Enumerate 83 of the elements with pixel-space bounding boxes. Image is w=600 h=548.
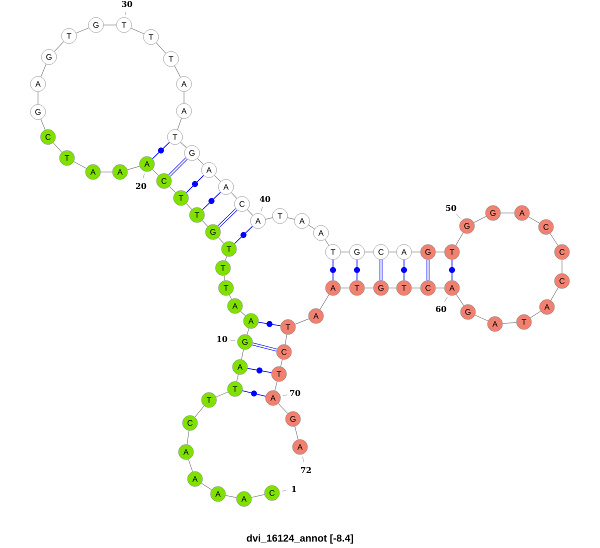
backbone-line [265, 217, 273, 220]
backbone-line [229, 294, 232, 300]
backbone-line [216, 392, 228, 398]
backbone-line [456, 294, 464, 306]
backbone-line [308, 224, 315, 230]
backbone-line [246, 328, 250, 335]
backbone-line [103, 24, 117, 26]
backbone-line [240, 310, 246, 316]
position-number: 10 [217, 336, 228, 342]
base-pair-line [258, 321, 281, 327]
backbone-line [287, 217, 295, 220]
backbone-line [550, 287, 558, 301]
backbone-line [500, 212, 515, 214]
backbone-line [550, 233, 558, 246]
backbone-line [73, 161, 87, 169]
backbone-line [214, 175, 221, 182]
backbone-line [180, 142, 187, 148]
backbone-line [320, 294, 330, 310]
backbone-line [197, 158, 204, 165]
backbone-line [52, 142, 62, 153]
backbone-line [130, 28, 144, 34]
backbone-line [294, 318, 310, 324]
backbone-line [156, 42, 166, 54]
backbone-line [241, 349, 244, 360]
backbone-line [224, 275, 226, 281]
position-number: 50 [446, 204, 456, 212]
base-pair-line [449, 259, 455, 281]
backbone-line [230, 192, 238, 199]
base-pair-line [186, 175, 204, 193]
backbone-line [236, 374, 239, 382]
base-pair-line [330, 259, 336, 281]
caption: dvi_16124_annot [-8.4] [246, 534, 354, 544]
backbone-line [201, 482, 212, 490]
backbone-line [186, 203, 192, 210]
backbone-line [194, 406, 204, 418]
backbone-line [76, 28, 90, 34]
backbone-line [40, 118, 46, 130]
base-pair-line [168, 157, 188, 177]
backbone-line [251, 494, 265, 498]
backbone-line [202, 220, 208, 227]
backbone-line [246, 209, 254, 216]
base-pair-line [234, 226, 253, 244]
backbone-line [225, 256, 227, 261]
base-pair-line [218, 208, 238, 228]
backbone-line [225, 495, 237, 498]
backbone-line [218, 237, 224, 244]
position-number: 1 [292, 486, 296, 492]
backbone-line [474, 314, 488, 322]
backbone-line [502, 322, 517, 324]
backbone-line [186, 430, 190, 445]
backbone-line [188, 459, 193, 472]
backbone-line [530, 310, 541, 318]
backbone-line [40, 64, 46, 78]
base-pair-line [152, 142, 170, 160]
backbone-line [324, 239, 330, 246]
backbone-line [284, 334, 288, 345]
backbone-line [152, 169, 159, 176]
base-pair-line [401, 259, 407, 281]
backbone-line [456, 232, 464, 246]
position-number: 72 [301, 467, 311, 473]
backbone-line [127, 166, 140, 170]
base-pair-line [380, 260, 382, 280]
base-pair-line [426, 260, 430, 280]
base-pair-line [252, 342, 277, 352]
backbone-line [169, 186, 176, 193]
backbone-line [274, 381, 278, 391]
backbone-line [54, 41, 64, 52]
backbone-line [174, 66, 181, 78]
base-pair-line [354, 259, 360, 281]
backbone-line [294, 426, 298, 440]
position-number: 60 [436, 306, 446, 312]
position-number: 70 [290, 390, 300, 396]
position-number: 30 [122, 0, 132, 8]
position-number: 20 [136, 182, 146, 190]
base-pair-line [247, 368, 272, 374]
backbone-line [278, 403, 288, 414]
backbone-line [528, 216, 540, 224]
position-number: 40 [260, 196, 270, 202]
backbone-line [280, 359, 283, 367]
backbone-line [474, 216, 486, 223]
backbone-line [177, 118, 182, 130]
base-pair-line [202, 192, 221, 210]
base-pair-line [242, 390, 266, 397]
